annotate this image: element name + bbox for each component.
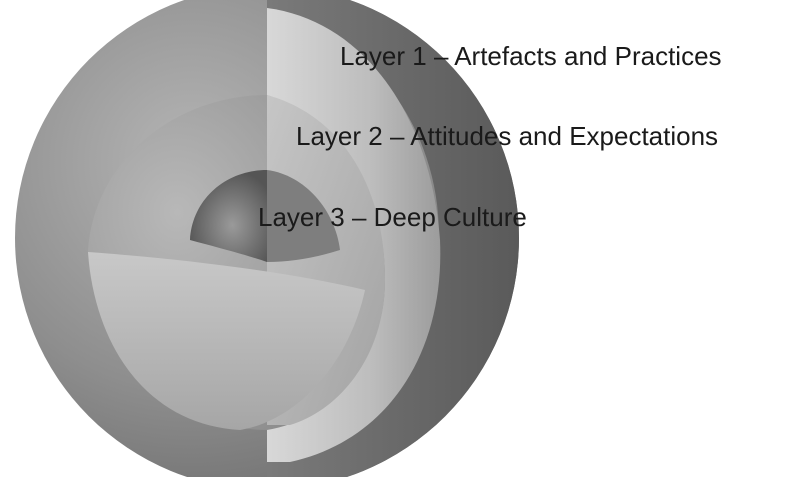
inner-core-shape bbox=[190, 170, 340, 262]
middle-layer-shape bbox=[88, 95, 385, 430]
layer-2-label: Layer 2 – Attitudes and Expectations bbox=[296, 121, 718, 151]
layer-1-label: Layer 1 – Artefacts and Practices bbox=[340, 41, 722, 71]
layer-3-label: Layer 3 – Deep Culture bbox=[258, 202, 527, 232]
